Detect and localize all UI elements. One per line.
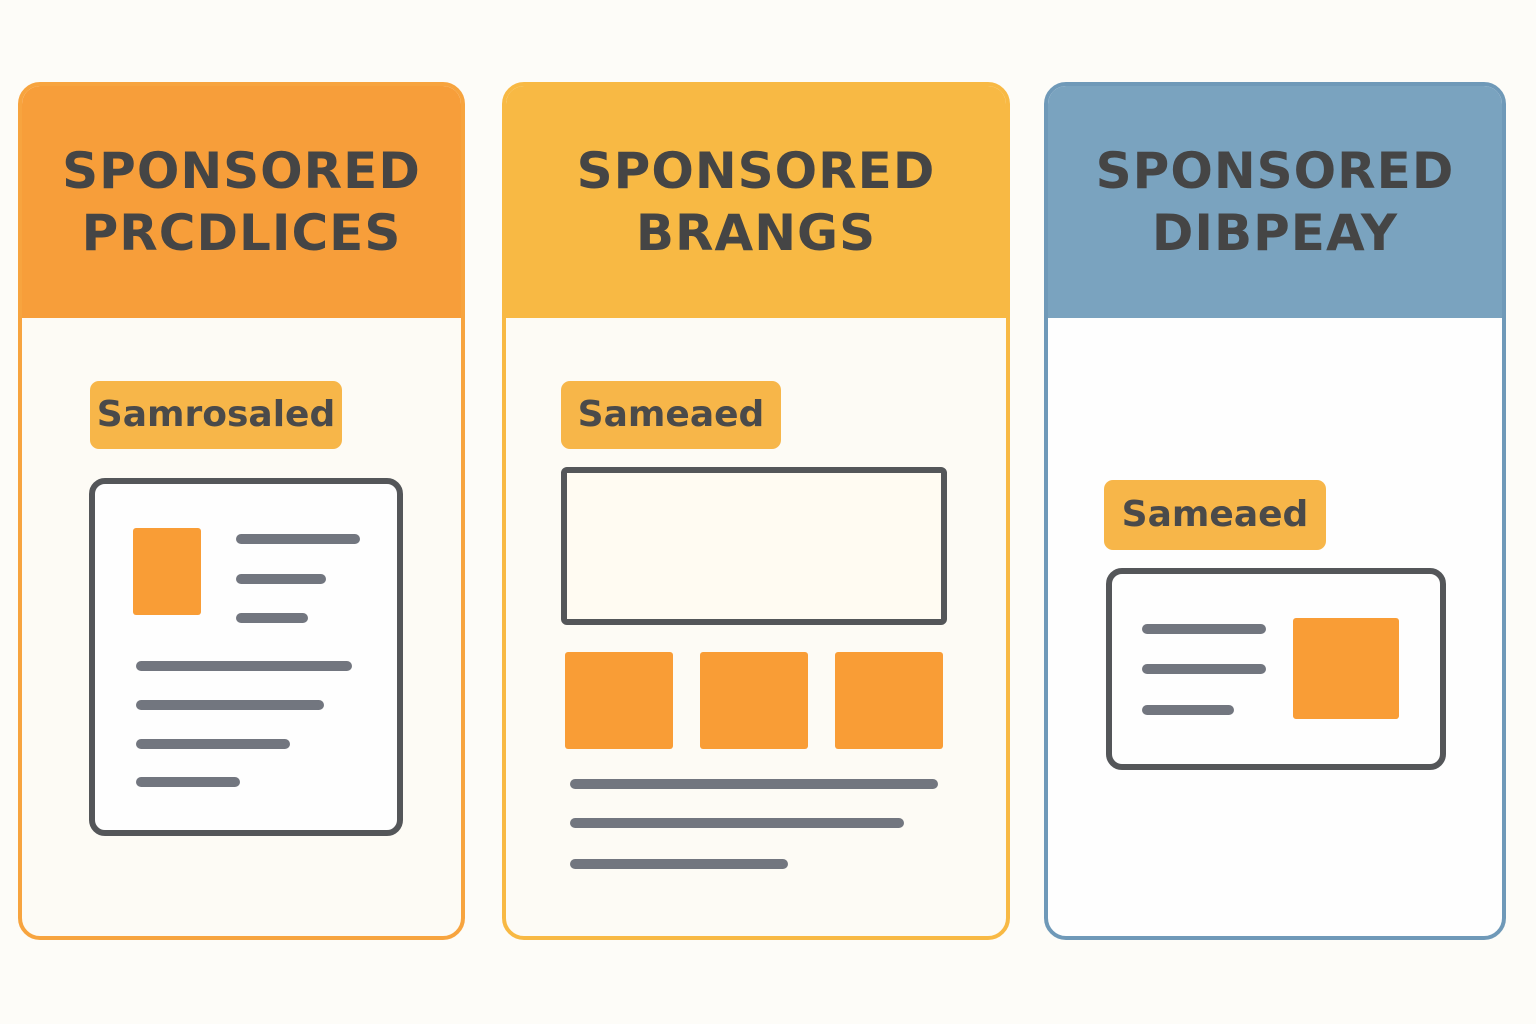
text-line [136, 739, 290, 749]
card-body: Sameaed [1048, 318, 1502, 936]
brand-product-tile [835, 652, 943, 749]
card-title-line1: SPONSORED [1095, 142, 1455, 200]
brand-banner-icon [561, 467, 947, 625]
card-title-line2: BRANGS [635, 204, 877, 262]
card-title-line1: SPONSORED [62, 142, 421, 200]
text-line [570, 779, 938, 789]
card-sponsored-products: SPONSORED PRCDLICES Samrosaled [18, 82, 465, 940]
text-line [1142, 705, 1234, 715]
display-ad-icon [1106, 568, 1446, 770]
card-body: Sameaed [506, 318, 1006, 936]
sponsored-badge: Sameaed [1104, 480, 1326, 550]
card-sponsored-brands: SPONSORED BRANGS Sameaed [502, 82, 1010, 940]
card-header: SPONSORED BRANGS [506, 86, 1006, 318]
card-title-line2: PRCDLICES [81, 204, 402, 262]
text-line [136, 661, 352, 671]
card-header: SPONSORED DIBPEAY [1048, 86, 1502, 318]
brand-product-tile [565, 652, 673, 749]
display-ad-image [1293, 618, 1399, 719]
card-title-line1: SPONSORED [576, 142, 936, 200]
text-line [236, 613, 308, 623]
text-line [236, 574, 326, 584]
text-line [136, 700, 324, 710]
brand-product-tile [700, 652, 808, 749]
text-line [1142, 624, 1266, 634]
text-line [136, 777, 240, 787]
card-title-line2: DIBPEAY [1151, 204, 1399, 262]
sponsored-badge: Sameaed [561, 381, 781, 449]
text-line [570, 818, 904, 828]
text-line [236, 534, 360, 544]
card-body: Samrosaled [22, 318, 461, 936]
card-sponsored-display: SPONSORED DIBPEAY Sameaed [1044, 82, 1506, 940]
card-header: SPONSORED PRCDLICES [22, 86, 461, 318]
product-listing-icon [89, 478, 403, 836]
text-line [1142, 664, 1266, 674]
product-image-thumb [133, 528, 201, 615]
sponsored-badge: Samrosaled [90, 381, 342, 449]
text-line [570, 859, 788, 869]
